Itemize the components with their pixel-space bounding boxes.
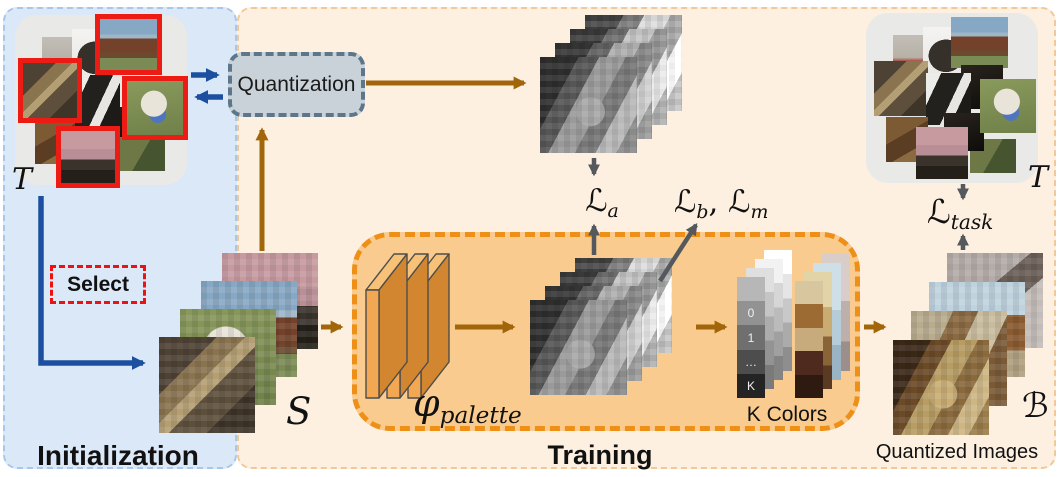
training-title: Training [547,440,653,470]
thumb-horse-selected [95,14,162,75]
initialization-title: Initialization [37,440,199,471]
color-swatch-4 [795,351,823,375]
loss-bm-label: ℒb, ℒm [674,184,769,223]
quantized-gray-mid-1 [530,300,627,395]
subset-label: S [286,390,312,433]
palette-cell-K: K [737,373,765,399]
palette-network-layers [365,253,450,399]
phi-symbol: φ [413,381,440,425]
k-colors-caption: K Colors [746,403,828,426]
thumb-frog [119,137,165,171]
loss-task-label: ℒtask [927,192,994,235]
palette-cell-top [737,277,765,302]
script-L: ℒ [585,183,608,219]
select-box: Select [50,265,146,304]
quantized-gray-top-1 [540,57,637,153]
conv-slab-1 [365,253,408,399]
batch-label: ℬ [1022,386,1049,426]
dataset-label-right: T [1028,160,1049,195]
color-swatch-2 [795,304,823,328]
dataset-cluster-left [15,14,188,188]
thumb-collie-dog [75,75,120,127]
quantization-box: Quantization [228,52,365,117]
phi-subscript: palette [439,401,522,429]
script-L: ℒ [674,184,697,220]
thumb-white-dog [980,79,1036,133]
network-label: φpalette [413,381,522,429]
script-L: ℒ [927,192,951,231]
thumb-husky [874,61,928,116]
select-label: Select [67,272,129,296]
quantization-label: Quantization [237,72,356,96]
color-swatch-3 [795,327,823,352]
color-palette-front [795,281,823,399]
color-swatch-1 [795,281,823,305]
subset-image-1 [159,337,255,433]
dataset-label-left: T [12,162,33,197]
script-L: ℒ [728,184,751,220]
dataset-cluster-right [866,13,1038,183]
palette-cell-1: 1 [737,325,765,350]
quantized-images-caption: Quantized Images [875,441,1039,463]
quantized-color-1 [893,340,989,435]
thumb-pink-truck [916,127,968,179]
palette-cell-dots: … [737,349,765,374]
thumb-horse [951,17,1008,68]
thumb-white-dog-selected [122,76,188,140]
thumb-pink-truck-selected [56,126,120,188]
loss-align-label: ℒa [585,183,619,222]
color-swatch-5 [795,374,823,399]
gray-palette-front: 0 1 … K [737,277,765,399]
palette-cell-0: 0 [737,301,765,326]
thumb-husky-selected [18,58,82,123]
